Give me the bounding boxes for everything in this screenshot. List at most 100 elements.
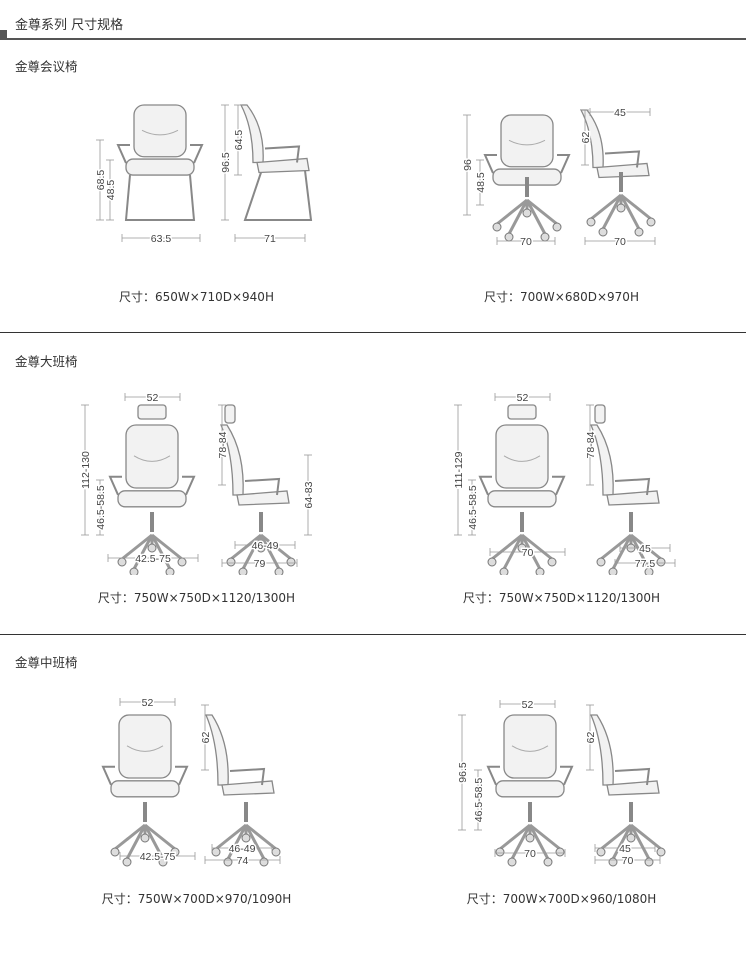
dimension: 77.5 xyxy=(614,557,676,572)
headrest xyxy=(224,404,236,424)
caster xyxy=(586,217,596,227)
back-frame xyxy=(141,129,179,136)
size-caption: 尺寸：650W×710D×940H xyxy=(119,290,274,304)
base-leg xyxy=(600,823,632,851)
size-caption: 尺寸：700W×700D×960/1080H xyxy=(466,892,657,906)
dimension: 52 xyxy=(119,696,176,711)
base-leg xyxy=(600,533,632,561)
dimension-label: 52 xyxy=(142,697,154,709)
caster xyxy=(241,833,251,843)
dimension: 112-130 xyxy=(79,404,94,536)
armrest xyxy=(264,145,301,163)
dimension-label: 62 xyxy=(585,732,597,744)
caster xyxy=(656,847,666,857)
dimension: 78-84 xyxy=(216,404,231,486)
backrest xyxy=(239,104,264,164)
dimension: 45 xyxy=(589,106,651,121)
caster xyxy=(616,203,626,213)
back-frame xyxy=(503,455,541,462)
dimension: 48.5 xyxy=(474,159,489,206)
dimension-label: 77.5 xyxy=(635,558,656,570)
base-leg xyxy=(630,533,662,561)
armrest xyxy=(190,144,204,164)
chair-front-view xyxy=(101,714,189,867)
section-diagrams: 5242.5-756246-49745296.546.5-58.57062457… xyxy=(101,696,666,869)
size-caption: 尺寸：750W×700D×970/1090H xyxy=(101,892,292,906)
dimension-label: 46-49 xyxy=(252,540,279,552)
caster xyxy=(211,847,221,857)
caster xyxy=(492,222,502,232)
caster xyxy=(634,227,644,237)
caster xyxy=(547,557,557,567)
dimension-label: 64.5 xyxy=(233,130,245,151)
dimension-label: 70 xyxy=(520,236,532,248)
armrest xyxy=(478,475,492,496)
base-leg xyxy=(144,823,176,851)
base-leg xyxy=(150,534,172,570)
seat xyxy=(221,780,275,796)
base-leg xyxy=(629,824,651,860)
back-frame xyxy=(126,745,164,752)
dimension: 71 xyxy=(234,232,306,247)
caster xyxy=(535,567,545,575)
armrest xyxy=(116,144,130,164)
base-leg xyxy=(507,199,529,235)
caster xyxy=(256,543,266,553)
chair-base xyxy=(586,172,656,237)
dimension-label: 63.5 xyxy=(151,233,172,245)
base-leg xyxy=(611,824,633,860)
caster xyxy=(525,833,535,843)
caster xyxy=(165,567,175,575)
caster xyxy=(507,857,517,867)
caster xyxy=(238,567,248,575)
dimension-label: 48.5 xyxy=(475,172,487,193)
caster xyxy=(504,232,514,242)
dimension-label: 52 xyxy=(517,392,529,404)
seat xyxy=(110,780,180,798)
dimension-label: 64-83 xyxy=(303,481,315,508)
dimension-label: 111-129 xyxy=(453,451,465,488)
seat xyxy=(125,158,195,176)
dimension-label: 46.5-58.5 xyxy=(473,778,485,823)
section-divider xyxy=(0,332,746,333)
caster xyxy=(274,567,284,575)
armrest xyxy=(614,767,651,786)
armrest xyxy=(229,767,266,786)
section-divider xyxy=(0,634,746,635)
base-leg xyxy=(230,533,262,561)
dimension: 96.5 xyxy=(219,104,234,221)
dimension-label: 70 xyxy=(522,547,534,559)
armrest xyxy=(244,477,281,496)
base-leg xyxy=(125,824,147,860)
dimension: 63.5 xyxy=(121,232,201,247)
caster xyxy=(596,847,606,857)
dimension: 111-129 xyxy=(452,404,467,536)
dimension: 74 xyxy=(204,854,281,869)
sled-base xyxy=(243,170,313,221)
dimension: 52 xyxy=(494,391,551,406)
dimension-label: 62 xyxy=(200,732,212,744)
chair-side-view xyxy=(220,404,296,575)
dimension: 79 xyxy=(221,557,298,572)
caster xyxy=(223,857,233,867)
section-title: 金尊会议椅 xyxy=(15,59,78,74)
caster xyxy=(644,567,654,575)
base-leg xyxy=(526,198,558,226)
dimension-label: 78-84 xyxy=(585,431,597,458)
backrest xyxy=(220,424,244,496)
dimension-label: 46-49 xyxy=(229,843,256,855)
chair-base xyxy=(117,512,187,575)
chair-side-view xyxy=(579,109,656,237)
caster xyxy=(140,833,150,843)
seat xyxy=(606,490,660,506)
dimension: 96 xyxy=(461,114,476,216)
dimension: 42.5-75 xyxy=(107,552,199,567)
base-leg xyxy=(529,823,561,851)
seat xyxy=(256,157,310,174)
armrest xyxy=(552,475,566,496)
dimension-label: 48.5 xyxy=(105,180,117,201)
backrest xyxy=(118,714,172,779)
size-caption: 尺寸：750W×750D×1120/1300H xyxy=(97,591,296,605)
caster xyxy=(552,222,562,232)
dimension: 45 xyxy=(594,842,656,857)
